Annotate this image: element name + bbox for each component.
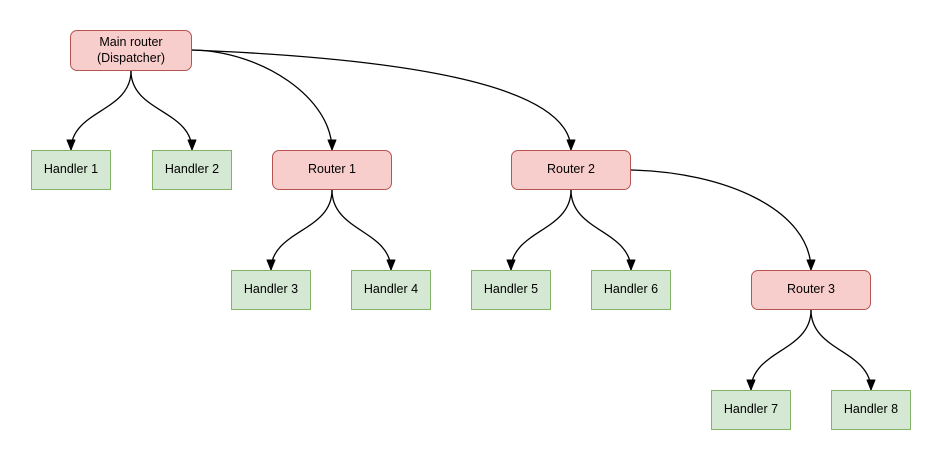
node-handler-3: Handler 3 [231,270,311,310]
edge-router2-handler6 [570,189,636,271]
node-handler-8: Handler 8 [831,390,911,430]
node-handler-4: Handler 4 [351,270,431,310]
edge-main-handler2 [130,70,197,151]
edge-router3-handler7 [746,309,812,391]
node-handler-7: Handler 7 [711,390,791,430]
node-main-router: Main router (Dispatcher) [70,30,192,71]
edge-main-router1 [191,49,337,151]
edge-main-handler1 [66,70,132,151]
edge-router1-handler4 [331,189,396,271]
node-router-2: Router 2 [511,150,631,190]
node-router-3: Router 3 [751,270,871,310]
node-handler-1: Handler 1 [31,150,111,190]
node-router-1: Router 1 [272,150,392,190]
node-handler-5: Handler 5 [471,270,551,310]
edge-router3-handler8 [810,309,876,391]
edge-main-router2 [191,49,576,151]
edge-router2-handler5 [506,189,572,271]
node-handler-2: Handler 2 [152,150,232,190]
node-handler-6: Handler 6 [591,270,671,310]
edge-router2-router3 [630,169,816,271]
edge-router1-handler3 [266,189,333,271]
